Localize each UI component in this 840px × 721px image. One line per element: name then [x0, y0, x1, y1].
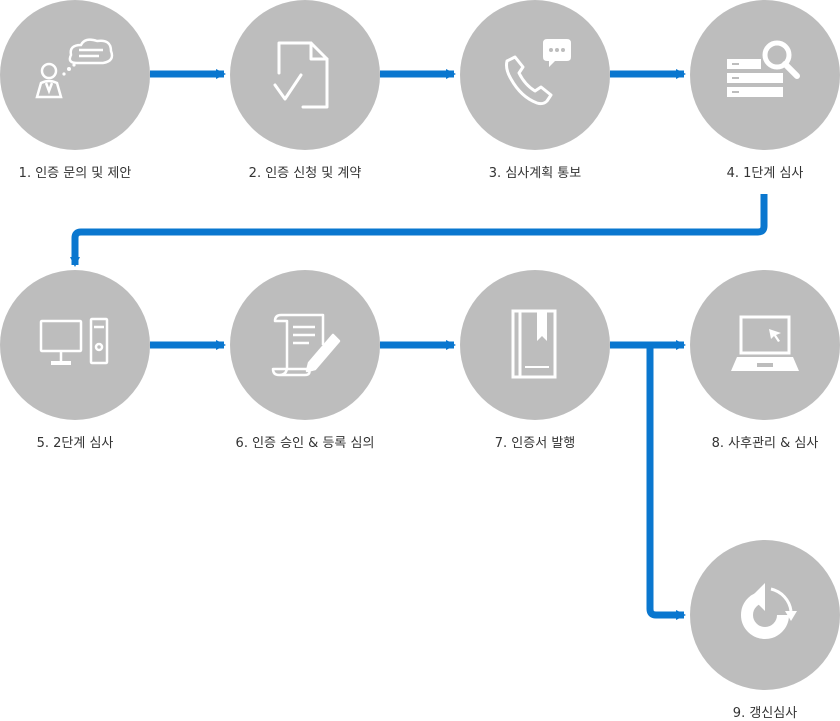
step-5: 5. 2단계 심사 [0, 270, 150, 451]
desktop-computer-icon [39, 317, 109, 365]
step-5-circle [0, 270, 150, 420]
step-6-circle [230, 270, 380, 420]
step-2: 2. 인증 신청 및 계약 [230, 0, 380, 181]
step-4-circle [690, 0, 840, 150]
step-8-circle [690, 270, 840, 420]
step-9-circle [690, 540, 840, 690]
step-2-label: 2. 인증 신청 및 계약 [248, 166, 362, 181]
step-7-label: 7. 인증서 발행 [494, 436, 576, 451]
step-4-label: 4. 1단계 심사 [726, 166, 804, 181]
step-1-label: 1. 인증 문의 및 제안 [18, 166, 132, 181]
step-8-label: 8. 사후관리 & 심사 [711, 436, 819, 451]
step-3-circle [460, 0, 610, 150]
step-4: 4. 1단계 심사 [690, 0, 840, 181]
step-1: 1. 인증 문의 및 제안 [0, 0, 150, 181]
server-search-icon [727, 40, 800, 97]
step-6: 6. 인증 승인 & 등록 심의 [230, 270, 380, 451]
arrow-4-5 [70, 194, 768, 267]
step-7: 7. 인증서 발행 [460, 270, 610, 451]
laptop-icon [731, 315, 799, 371]
contract-pen-icon [271, 313, 341, 377]
step-3-label: 3. 심사계획 통보 [488, 166, 582, 181]
certificate-book-icon [511, 309, 557, 379]
step-8: 8. 사후관리 & 심사 [690, 270, 840, 451]
step-5-label: 5. 2단계 심사 [36, 436, 114, 451]
step-7-circle [460, 270, 610, 420]
consultation-icon [35, 38, 114, 99]
arrow-7-9 [646, 345, 686, 620]
step-6-label: 6. 인증 승인 & 등록 심의 [235, 436, 375, 451]
step-9: 9. 갱신심사 [690, 540, 840, 721]
document-check-icon [273, 41, 329, 109]
phone-chat-icon [505, 39, 571, 106]
step-3: 3. 심사계획 통보 [460, 0, 610, 181]
step-9-label: 9. 갱신심사 [732, 706, 798, 721]
renewal-cycle-icon [741, 583, 797, 639]
step-1-circle [0, 0, 150, 150]
step-2-circle [230, 0, 380, 150]
